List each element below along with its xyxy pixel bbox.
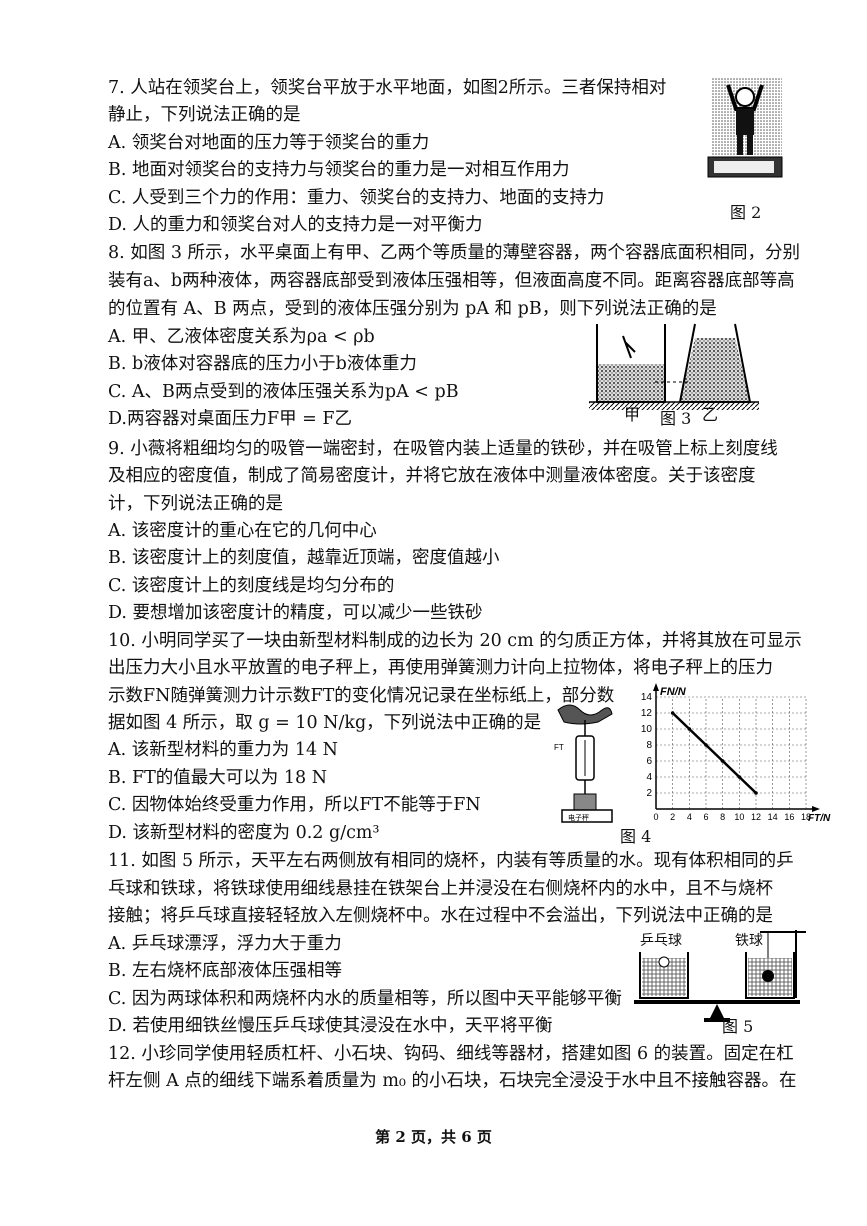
- y-tick-label: 14: [641, 692, 653, 703]
- x-tick-label: 10: [734, 812, 744, 822]
- q9-stem-line2: 及相应的密度值，制成了简易密度计，并将它放在液体中测量液体密度。关于该密度: [108, 466, 756, 486]
- q8-stem-line1: 8. 如图 3 所示，水平桌面上有甲、乙两个等质量的薄壁容器，两个容器底面积相同…: [108, 243, 801, 263]
- q7-option-b: B. 地面对领奖台的支持力与领奖台的重力是一对相互作用力: [108, 160, 570, 180]
- q10-stem-line3: 示数FN随弹簧测力计示数FT的变化情况记录在坐标纸上，部分数: [108, 686, 615, 706]
- y-tick-label: 8: [646, 740, 652, 751]
- figure-4-chart: 0 2 4 6 8 10 12 14 16 18 2 4 6 8 10 12 14 FN/N FT/N: [641, 683, 831, 824]
- data-point: [754, 791, 758, 795]
- q7-stem-line1: 7. 人站在领奖台上，领奖台平放于水平地面，如图2所示。三者保持相对: [108, 78, 667, 98]
- x-tick-label: 8: [720, 812, 725, 822]
- figure-4-apparatus: FT 电子秤: [554, 704, 613, 823]
- y-axis-arrow: [653, 683, 659, 691]
- x-tick-label: 12: [751, 812, 761, 822]
- q8-stem-line3: 的位置有 A、B 两点，受到的液体压强分别为 pA 和 pB，则下列说法正确的是: [108, 299, 717, 319]
- x-axis-label: FT/N: [808, 813, 831, 824]
- data-line: [671, 712, 757, 794]
- x-tick-label: 14: [768, 812, 778, 822]
- q12-stem-line1: 12. 小珍同学使用轻质杠杆、小石块、钩码、细线等器材，搭建如图 6 的装置。固…: [108, 1044, 794, 1064]
- figure-2-podium: [707, 77, 783, 178]
- x-tick-label: 4: [687, 812, 692, 822]
- q9-stem-line1: 9. 小薇将粗细均匀的吸管一端密封，在吸管内装上适量的铁砂，并在吸管上标上刻度线: [108, 439, 778, 459]
- figure-5-caption: 图 5: [722, 1017, 754, 1036]
- q10-stem-line1: 10. 小明同学买了一块由新型材料制成的边长为 20 cm 的匀质正方体，并将其…: [108, 631, 802, 651]
- q11-option-c: C. 因为两球体积和两烧杯内水的质量相等，所以图中天平能够平衡: [108, 989, 622, 1009]
- x-axis-arrow: [812, 806, 820, 812]
- q7-stem-line2: 静止，下列说法正确的是: [108, 105, 301, 125]
- scale-label: 电子秤: [568, 813, 589, 822]
- q11-option-d: D. 若使用细铁丝慢压乒乓球使其浸没在水中，天平将平衡: [108, 1016, 553, 1036]
- figure-5-label-iron: 铁球: [735, 933, 763, 949]
- q7-option-a: A. 领奖台对地面的压力等于领奖台的重力: [108, 133, 430, 153]
- q7-option-d: D. 人的重力和领奖台对人的支持力是一对平衡力: [108, 215, 483, 235]
- spring-label: FT: [554, 743, 564, 752]
- q9-option-a: A. 该密度计的重心在它的几何中心: [108, 521, 377, 541]
- x-tick-label: 6: [703, 812, 708, 822]
- y-tick-label: 4: [646, 772, 652, 783]
- q9-option-b: B. 该密度计上的刻度值，越靠近顶端，密度值越小: [108, 548, 500, 568]
- q9-stem-line3: 计，下列说法正确的是: [108, 494, 283, 514]
- q11-stem-line1: 11. 如图 5 所示，天平左右两侧放有相同的烧杯，内装有等质量的水。现有体积相…: [108, 851, 794, 871]
- q12-stem-line2: 杆左侧 A 点的细线下端系着质量为 m₀ 的小石块，石块完全浸没于水中且不接触容…: [108, 1071, 797, 1091]
- q8-stem-line2: 装有a、b两种液体，两容器底部受到液体压强相等，但液面高度不同。距离容器底部等高: [108, 271, 795, 291]
- data-point: [720, 759, 725, 763]
- q11-option-a: A. 乒乓球漂浮，浮力大于重力: [108, 934, 342, 954]
- q8-option-d: D.两容器对桌面压力F甲 = F乙: [108, 409, 353, 429]
- y-tick-label: 6: [646, 756, 652, 767]
- figure-2-caption: 图 2: [730, 203, 762, 222]
- x-tick-label: 18: [801, 812, 811, 822]
- q10-option-c: C. 因物体始终受重力作用，所以FT不能等于FN: [108, 795, 481, 815]
- y-tick-label: 12: [641, 708, 653, 719]
- figure-5-label-pingpong: 乒乓球: [640, 933, 682, 949]
- data-point: [704, 743, 708, 747]
- q8-option-c: C. A、B两点受到的液体压强关系为pA < pB: [108, 382, 459, 402]
- q11-stem-line2: 乓球和铁球，将铁球使用细线悬挂在铁架台上并浸没在右侧烧杯内的水中，且不与烧杯: [108, 879, 773, 899]
- q10-stem-line4: 据如图 4 所示，取 g = 10 N/kg，下列说法中正确的是: [108, 713, 542, 733]
- q9-option-d: D. 要想增加该密度计的精度，可以减少一些铁砂: [108, 603, 483, 623]
- data-point: [687, 727, 692, 731]
- figure-5-balance: [634, 930, 806, 1022]
- q8-option-b: B. b液体对容器底的压力小于b液体重力: [108, 354, 417, 374]
- q10-option-a: A. 该新型材料的重力为 14 N: [108, 740, 338, 760]
- q11-option-b: B. 左右烧杯底部液体压强相等: [108, 961, 342, 981]
- y-tick-label: 10: [641, 724, 653, 735]
- x-tick-label: 2: [670, 812, 675, 822]
- page-footer: 第 2 页，共 6 页: [375, 1128, 492, 1146]
- y-tick-label: 2: [646, 788, 652, 799]
- data-point: [737, 775, 742, 779]
- figure-3-containers: [589, 323, 759, 410]
- q10-stem-line2: 出压力大小且水平放置的电子秤上，再使用弹簧测力计向上拉物体，将电子秤上的压力: [108, 658, 773, 678]
- q9-option-c: C. 该密度计上的刻度线是均匀分布的: [108, 576, 395, 596]
- q8-option-a: A. 甲、乙液体密度关系为ρa < ρb: [108, 327, 375, 347]
- q11-stem-line3: 接触；将乒乓球直接轻轻放入左侧烧杯中。水在过程中不会溢出，下列说法中正确的是: [108, 906, 773, 926]
- x-tick-label: 16: [784, 812, 794, 822]
- x-tick-label: 0: [653, 812, 658, 822]
- data-point: [670, 711, 675, 715]
- q10-option-d: D. 该新型材料的密度为 0.2 g/cm³: [108, 823, 380, 843]
- figure-3-caption: 图 3: [660, 409, 692, 428]
- q7-option-c: C. 人受到三个力的作用：重力、领奖台的支持力、地面的支持力: [108, 188, 605, 208]
- figure-4-caption: 图 4: [620, 827, 652, 846]
- figure-3-label-jia: 甲: [624, 405, 641, 424]
- q10-option-b: B. FT的值最大可以为 18 N: [108, 768, 328, 788]
- figure-3-label-yi: 乙: [702, 405, 719, 424]
- y-axis-label: FN/N: [660, 686, 687, 698]
